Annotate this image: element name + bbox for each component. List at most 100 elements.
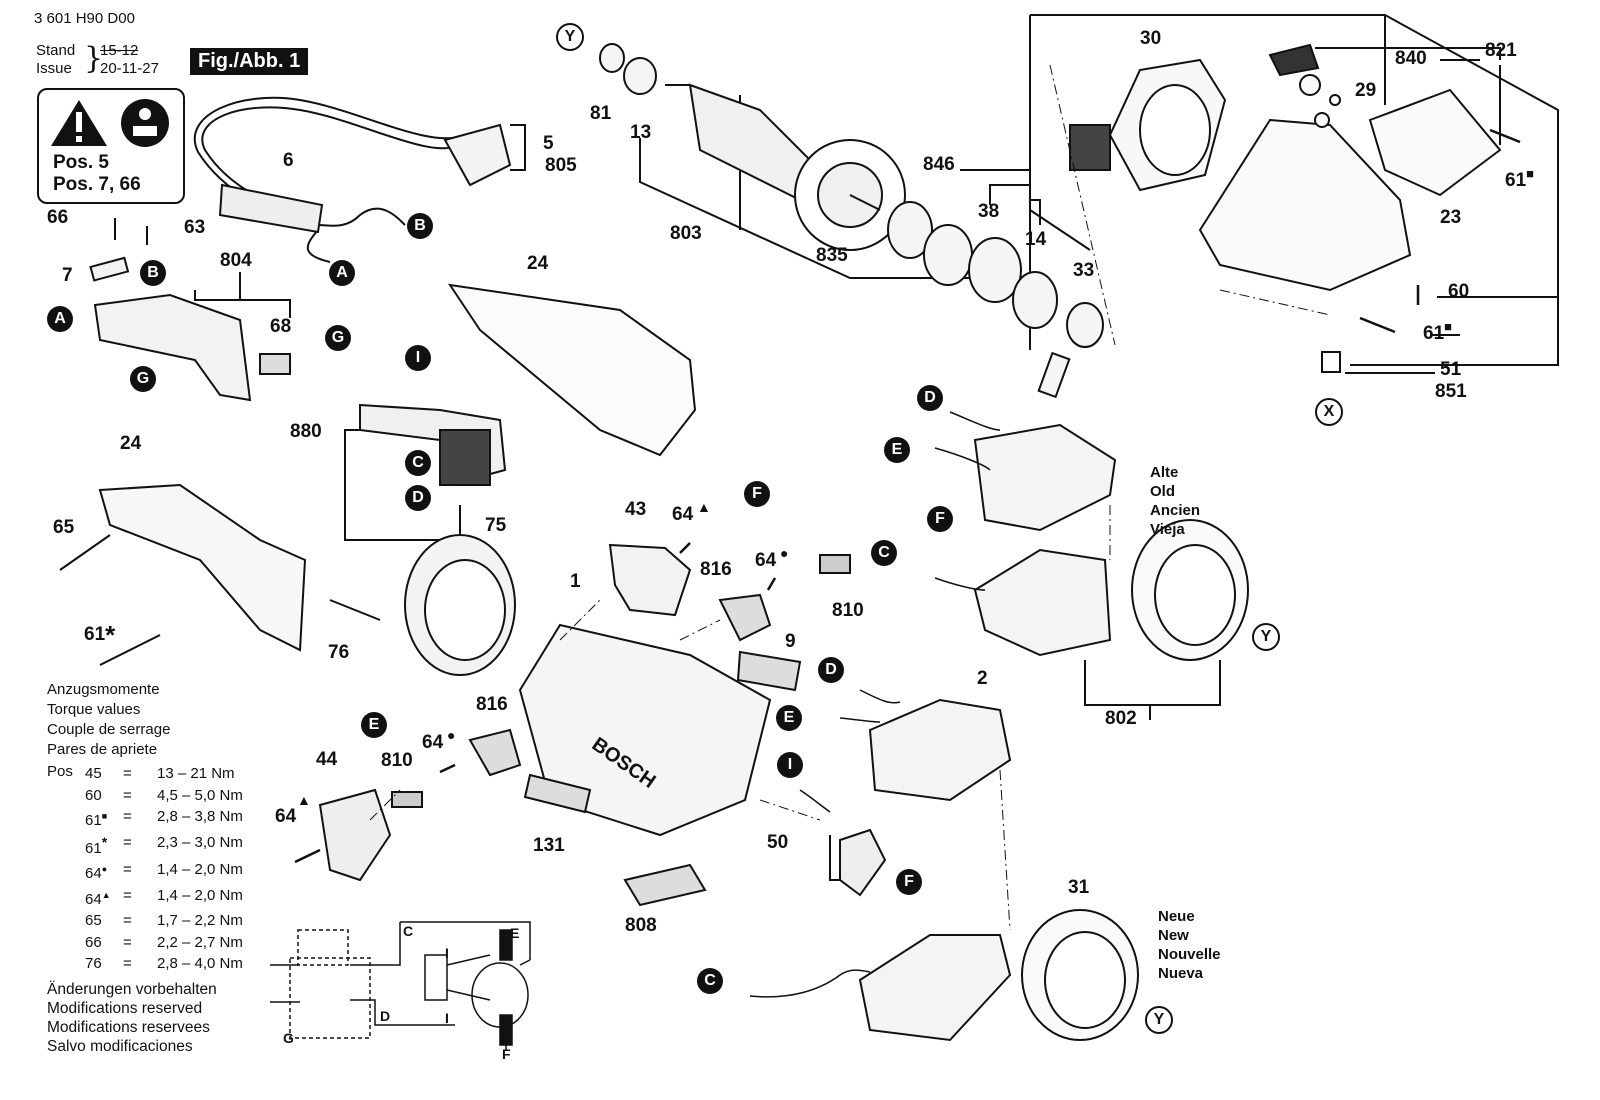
safety-warning-box: Pos. 5 Pos. 7, 66	[37, 88, 185, 204]
torque-row: 45=13 – 21 Nm	[85, 765, 235, 782]
bearing-14	[1012, 271, 1058, 329]
brush-holder-816-top	[718, 593, 772, 642]
revision-values: 15-12 20-11-27	[100, 42, 159, 78]
schematic-label-G: G	[283, 1030, 294, 1046]
modifications-note: Änderungen vorbehalten Modifications res…	[47, 981, 217, 1055]
callout-63: 63	[184, 217, 206, 238]
callout-65: 65	[53, 517, 75, 538]
cap-43	[608, 543, 692, 617]
torque-row: 64●=1,4 – 2,0 Nm	[85, 861, 243, 882]
callout-131: 131	[533, 835, 565, 856]
callout-31: 31	[1068, 877, 1090, 898]
field-winding-new-lower	[858, 934, 1012, 1042]
marker-E-new: E	[776, 705, 802, 731]
torque-row: 65=1,7 – 2,2 Nm	[85, 912, 243, 929]
sleeve-51	[1321, 351, 1341, 373]
marker-Y-new: Y	[1145, 1006, 1173, 1034]
handle-half	[447, 283, 697, 457]
marker-D-new: D	[818, 657, 844, 683]
label-808	[623, 863, 707, 907]
torque-table: 45=13 – 21 Nm 60=4,5 – 5,0 Nm 61■=2,8 – …	[85, 763, 243, 975]
marker-A-cable: A	[329, 260, 355, 286]
screw-76	[329, 599, 381, 621]
callout-75: 75	[485, 515, 507, 536]
callout-805: 805	[545, 155, 577, 176]
callout-29: 29	[1355, 80, 1377, 101]
callout-64-dot-a: 64 ●	[755, 545, 789, 571]
label-9	[736, 650, 802, 692]
revision-brace: }	[84, 41, 104, 76]
gear-housing	[1198, 43, 1502, 292]
screw-64-a	[679, 542, 691, 554]
callout-14: 14	[1025, 229, 1047, 250]
brush-cover-44	[318, 788, 392, 882]
field-winding-2	[868, 698, 1012, 802]
callout-2: 2	[977, 668, 988, 689]
callout-64-triangle-b: 64	[275, 806, 297, 827]
callout-24-side: 24	[120, 433, 142, 454]
callout-61-square-bottom: 61■	[1423, 319, 1452, 344]
screw-64-d	[294, 848, 321, 864]
callout-64-dot-b: 64 ●	[422, 727, 456, 753]
callout-51: 51	[1440, 359, 1462, 380]
stand-label: Stand	[36, 42, 76, 59]
callout-66: 66	[47, 207, 69, 228]
bearing-81	[599, 43, 625, 73]
schematic-label-I-bottom: I	[445, 1010, 449, 1026]
screw-64-b	[766, 577, 777, 591]
armature	[665, 83, 906, 251]
marker-Y-top: Y	[556, 23, 584, 51]
label-68	[259, 353, 291, 375]
callout-803: 803	[670, 223, 702, 244]
callout-44: 44	[316, 749, 338, 770]
callout-24-top: 24	[527, 253, 549, 274]
callout-840: 840	[1395, 48, 1427, 69]
bearing-14-sleeve	[968, 237, 1022, 303]
cable-holder-50	[839, 828, 887, 897]
marker-E-old: E	[884, 437, 910, 463]
ring-846	[887, 201, 933, 259]
triangle-mark: ▲	[297, 792, 311, 808]
electronic-module	[359, 403, 507, 487]
callout-43: 43	[625, 499, 647, 520]
callout-76: 76	[328, 642, 350, 663]
cable-sleeve	[218, 183, 324, 234]
callout-61-star: 61*	[84, 620, 116, 650]
plug	[443, 123, 512, 187]
warning-icons	[51, 99, 169, 147]
torque-row: 64▲=1,4 – 2,0 Nm	[85, 886, 243, 908]
marker-B-switch: B	[140, 260, 166, 286]
callout-30: 30	[1140, 28, 1162, 49]
marker-F-old: F	[927, 506, 953, 532]
air-guide-ring-31	[1021, 909, 1139, 1041]
schematic-label-F: F	[502, 1046, 511, 1062]
stand-value: 15-12	[100, 42, 139, 59]
read-manual-icon	[121, 99, 169, 147]
air-guide-ring-old	[1131, 519, 1249, 661]
callout-821: 821	[1485, 40, 1517, 61]
screw-61-a	[1489, 128, 1521, 144]
warning-pos-line2: Pos. 7, 66	[53, 174, 141, 195]
screw-61-b	[1359, 316, 1396, 334]
side-handle	[98, 483, 307, 652]
callout-846: 846	[923, 154, 955, 175]
circuit-schematic	[270, 921, 531, 1050]
marker-I-electronic: I	[405, 345, 431, 371]
nut-33	[1066, 302, 1104, 348]
brush-holder-816-bottom	[468, 728, 522, 777]
document-number: 3 601 H90 D00	[34, 10, 135, 27]
schematic-label-D: D	[380, 1008, 391, 1024]
torque-headings: Anzugsmomente Torque values Couple de se…	[47, 681, 171, 758]
torque-row: 61*=2,3 – 3,0 Nm	[85, 833, 243, 857]
callout-33: 33	[1073, 260, 1095, 281]
schematic-label-E: E	[510, 925, 520, 941]
callout-810-bottom: 810	[381, 750, 413, 771]
marker-I-cable: I	[777, 752, 803, 778]
marker-A-switch: A	[47, 306, 73, 332]
bearing-13	[623, 57, 657, 95]
callout-64-triangle-a: 64 ▲	[672, 499, 711, 525]
ring-38	[923, 224, 973, 286]
marker-C-electronic: C	[405, 450, 431, 476]
callout-7: 7	[62, 265, 73, 286]
